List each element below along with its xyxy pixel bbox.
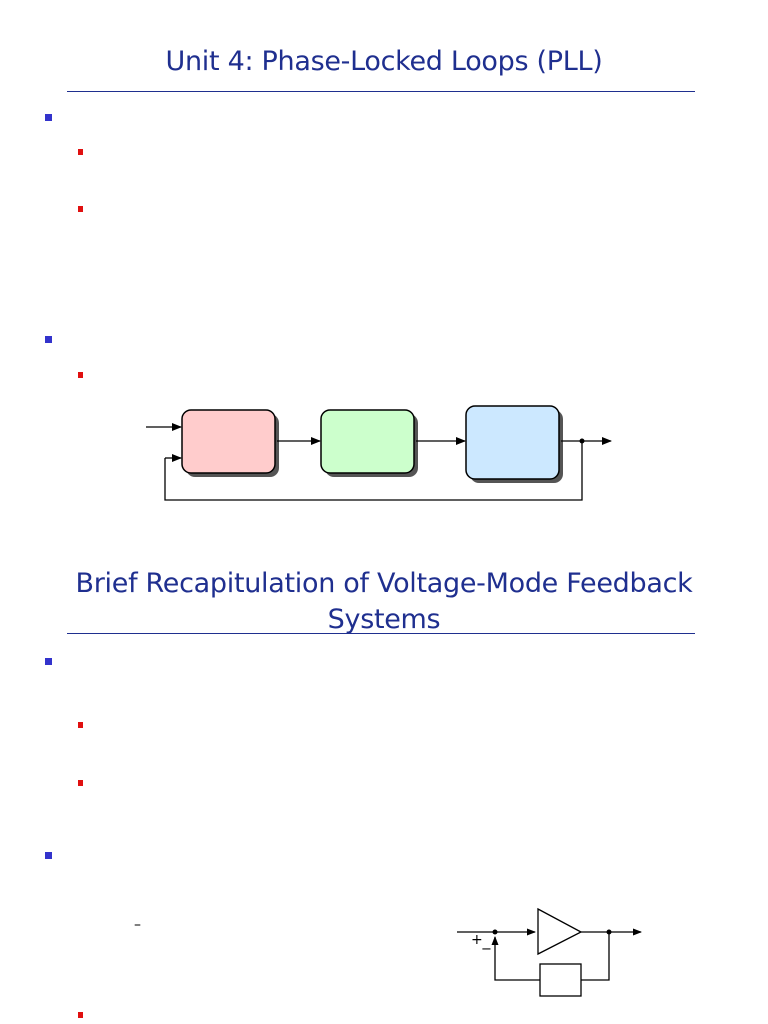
pll-block-3 xyxy=(465,405,560,480)
dash-symbol: – xyxy=(134,917,141,933)
minus-sign: − xyxy=(481,942,492,957)
pll-block-2 xyxy=(320,409,415,474)
bullet-level1 xyxy=(45,336,52,343)
summing-node xyxy=(492,929,498,935)
bullet-level1 xyxy=(45,114,52,121)
amp-feedback-return xyxy=(491,936,540,981)
bullet-level1 xyxy=(45,852,52,859)
slide2-title-rule xyxy=(67,633,695,634)
amp-feedback-path xyxy=(581,932,610,981)
slide1-title: Unit 4: Phase-Locked Loops (PLL) xyxy=(165,46,603,77)
bullet-level2 xyxy=(78,722,83,728)
bullet-level2 xyxy=(78,206,83,212)
feedback-loop xyxy=(164,441,583,501)
slide1-title-rule xyxy=(67,91,695,92)
pll-block-1 xyxy=(181,409,276,474)
feedback-block xyxy=(539,963,582,997)
amplifier-triangle xyxy=(537,907,583,956)
bullet-level2 xyxy=(78,149,83,155)
bullet-level2 xyxy=(78,780,83,786)
bullet-level1 xyxy=(45,658,52,665)
plus-sign: + xyxy=(471,932,483,948)
bullet-level2 xyxy=(78,1012,83,1018)
bullet-level2 xyxy=(78,372,83,378)
slide2-title: Brief Recapitulation of Voltage-Mode Fee… xyxy=(75,568,693,635)
